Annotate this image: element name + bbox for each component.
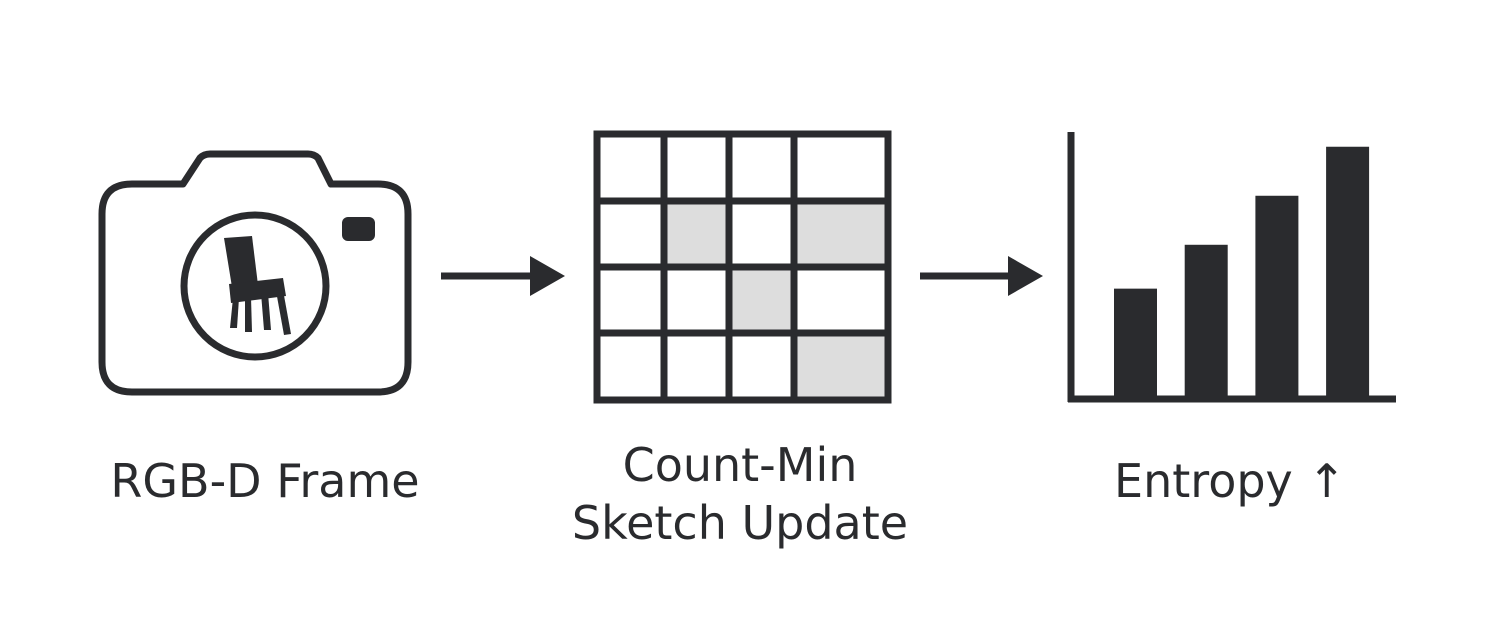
entropy-bars: [1114, 146, 1370, 397]
sketch-highlight-cell: [664, 201, 729, 267]
sketch-highlight-cell: [794, 201, 888, 267]
bar-chart-icon: [1067, 132, 1396, 403]
caption-line: Count-Min: [622, 438, 858, 492]
entropy-bar: [1255, 195, 1299, 397]
caption-line: Sketch Update: [571, 496, 909, 550]
chair-icon: [224, 236, 291, 335]
entropy-bar: [1184, 244, 1228, 397]
camera-icon: [98, 150, 412, 396]
caption-line: RGB-D Frame: [110, 454, 420, 508]
entropy-bar: [1114, 288, 1157, 397]
caption-line: Entropy ↑: [1114, 454, 1346, 508]
camera-body: [98, 150, 412, 396]
entropy-bar: [1326, 146, 1370, 397]
caption-rgbd-frame: RGB-D Frame: [60, 452, 470, 510]
arrow-right-icon: [920, 256, 1043, 296]
sketch-highlight-cells: [664, 201, 888, 400]
count-min-sketch-grid-icon: [593, 130, 892, 404]
sketch-highlight-cell: [729, 267, 794, 333]
caption-entropy: Entropy ↑: [1060, 452, 1400, 510]
sketch-grid-lines: [593, 130, 892, 404]
caption-count-min-sketch: Count-Min Sketch Update: [520, 436, 960, 552]
camera-lens: [180, 211, 330, 361]
sketch-highlight-cell: [794, 333, 888, 400]
camera-flash: [342, 217, 375, 241]
arrow-right-icon: [441, 256, 565, 296]
